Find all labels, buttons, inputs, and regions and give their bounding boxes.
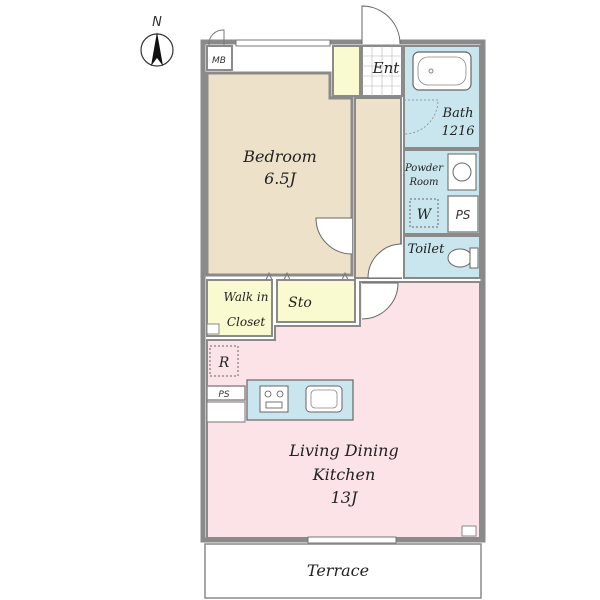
powder-room-label-1: Powder — [404, 163, 444, 174]
terrace-window — [307, 536, 397, 544]
terrace — [204, 543, 482, 599]
washer-space — [409, 198, 439, 228]
washer-label: W — [417, 207, 433, 223]
pipe-space-2-label: PS — [218, 390, 229, 400]
toilet-label: Toilet — [408, 242, 445, 257]
stove-burner-1 — [264, 390, 272, 398]
washbasin-bowl-icon — [452, 162, 472, 182]
powder-room-label-2: Room — [408, 177, 438, 188]
sink-bowl — [310, 389, 338, 409]
pipe-space-1-label: PS — [456, 208, 471, 222]
closet-small-box — [206, 323, 220, 335]
ldk-door-arc — [361, 282, 399, 320]
closet-door-marks — [265, 271, 349, 281]
compass-arrow-icon — [151, 32, 163, 66]
toilet-tank-icon — [469, 247, 479, 269]
toilet-door-arc — [367, 243, 403, 279]
bath-label: Bath — [442, 106, 474, 121]
walk-in-closet-label-1: Walk in — [224, 290, 269, 304]
stove-burner-2 — [276, 390, 284, 398]
kitchen-side-counter — [206, 401, 246, 423]
washbasin — [447, 153, 477, 191]
ldk-size: 13J — [331, 488, 359, 507]
pipe-space-1 — [447, 195, 479, 233]
bedroom-floor — [205, 71, 354, 277]
meter-box-door-arc — [208, 29, 225, 46]
entrance-tile-pattern — [362, 46, 402, 96]
bath-door-arc — [403, 99, 439, 135]
entrance-closet — [332, 45, 361, 97]
refrigerator-space — [209, 345, 239, 377]
compass: N — [140, 15, 174, 67]
ldk-label-1: Living Dining — [288, 441, 398, 460]
terrace-label: Terrace — [307, 561, 369, 580]
meter-box-label: MB — [212, 56, 226, 66]
refrigerator-label: R — [218, 355, 230, 371]
bathtub-drain-icon — [428, 68, 434, 74]
bedroom-size: 6.5J — [264, 169, 297, 188]
entrance-label: Ent — [372, 59, 401, 77]
storage-label: Sto — [288, 295, 312, 311]
bathtub — [412, 51, 472, 91]
stove-grill — [265, 401, 283, 409]
walk-in-closet-label-2: Closet — [227, 315, 266, 329]
bath-size: 1216 — [441, 124, 474, 139]
entrance-door-arc — [361, 5, 401, 45]
compass-north-label: N — [152, 15, 162, 30]
toilet-bowl-icon — [447, 248, 473, 268]
sink-icon — [305, 385, 343, 413]
bedroom-door-arc — [315, 217, 353, 255]
bedroom-window — [235, 39, 331, 47]
storage-floor — [276, 279, 356, 323]
bathtub-inner — [417, 56, 467, 86]
ldk-label-2: Kitchen — [312, 465, 376, 484]
meter-box — [206, 45, 233, 71]
pipe-space-2 — [206, 385, 246, 401]
bedroom-name: Bedroom — [242, 147, 317, 166]
ldk-corner-box — [461, 525, 477, 537]
